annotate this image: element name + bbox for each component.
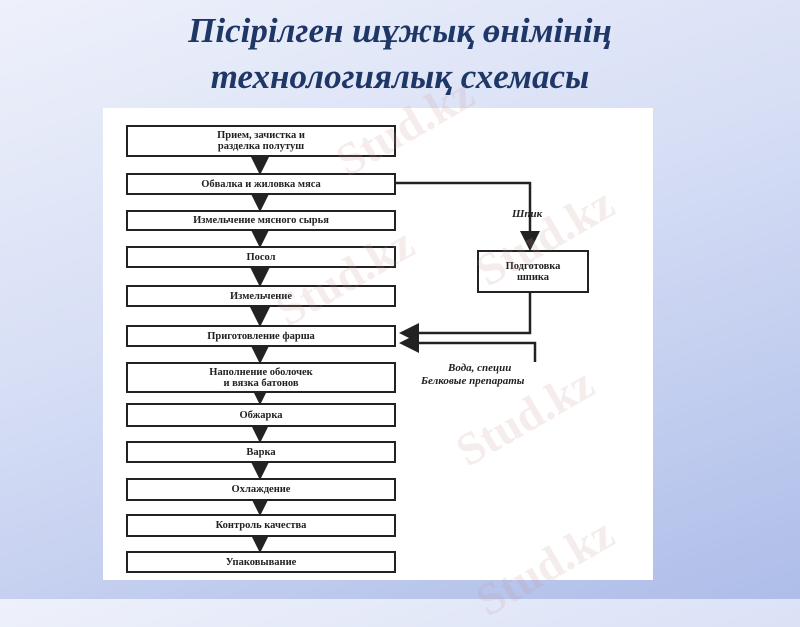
step-box: Наполнение оболочек и вязка батонов [126,362,396,393]
flow-connectors [250,155,540,553]
title-line-2: технологиялық схемасы [210,57,590,96]
shpik-label: Шпик [512,208,543,220]
additives-label-1: Вода, специи [448,362,512,374]
step-box: Охлаждение [126,478,396,501]
slide-title: Пісірілген шұжық өнімінің технологиялық … [0,8,800,100]
step-box: Упаковывание [126,551,396,573]
step-box: Измельчение [126,285,396,307]
step-box: Контроль качества [126,514,396,537]
additives-line [399,333,537,362]
step-box: Варка [126,441,396,463]
shpik-prep-box: Подготовка шпика [477,250,589,293]
step-box: Измельчение мясного сырья [126,210,396,231]
step-box: Прием, зачистка и разделка полутуш [126,125,396,157]
shpik-line [396,181,540,251]
prepared-shpik-line [399,293,532,343]
step-box: Приготовление фарша [126,325,396,347]
step-box: Посол [126,246,396,268]
title-line-1: Пісірілген шұжық өнімінің [188,11,612,50]
step-box: Обвалка и жиловка мяса [126,173,396,195]
additives-label-2: Белковые препараты [421,375,525,387]
step-box: Обжарка [126,403,396,427]
